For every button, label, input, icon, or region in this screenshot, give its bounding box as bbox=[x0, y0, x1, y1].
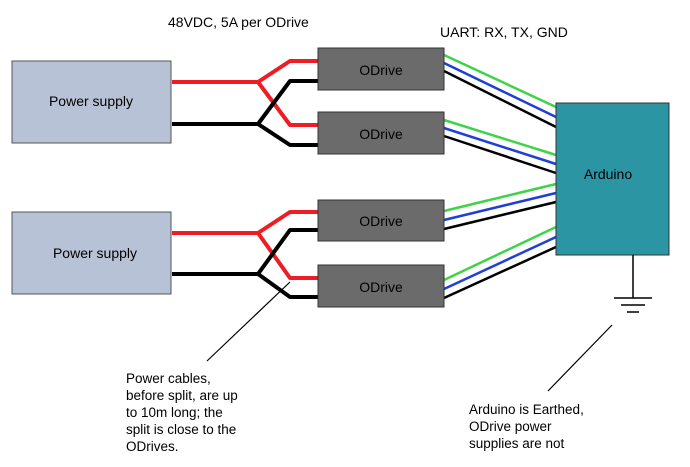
ground-icon bbox=[614, 255, 652, 313]
power-supply-label: Power supply bbox=[49, 93, 133, 109]
earth-note: Arduino is Earthed, ODrive power supplie… bbox=[469, 402, 588, 451]
power-supply-1: Power supply bbox=[11, 60, 172, 144]
arduino-label: Arduino bbox=[584, 166, 632, 182]
power-spec-label: 48VDC, 5A per ODrive bbox=[168, 14, 309, 30]
odrive-label: ODrive bbox=[359, 213, 403, 229]
cables-note: Power cables, before split, are up to 10… bbox=[126, 371, 242, 454]
odrive-label: ODrive bbox=[359, 279, 403, 295]
negative-wire bbox=[172, 79, 318, 147]
power-supply-2: Power supply bbox=[11, 211, 172, 295]
earth-callout-line bbox=[547, 324, 613, 392]
uart-wires bbox=[443, 53, 557, 300]
arduino-board: Arduino bbox=[555, 102, 670, 256]
odrive-2: ODrive bbox=[317, 111, 445, 155]
positive-wire bbox=[172, 210, 318, 280]
positive-wire bbox=[172, 59, 318, 127]
power-supply-label: Power supply bbox=[53, 245, 137, 261]
power-wires-supply-1 bbox=[172, 59, 318, 147]
negative-wire bbox=[172, 228, 318, 299]
power-wires-supply-2 bbox=[172, 210, 318, 299]
cables-callout-line bbox=[206, 281, 291, 362]
odrive-3: ODrive bbox=[317, 199, 445, 242]
odrive-4: ODrive bbox=[317, 264, 445, 308]
odrive-label: ODrive bbox=[359, 62, 403, 78]
uart-spec-label: UART: RX, TX, GND bbox=[440, 24, 568, 40]
odrive-label: ODrive bbox=[359, 126, 403, 142]
odrive-1: ODrive bbox=[317, 47, 445, 91]
